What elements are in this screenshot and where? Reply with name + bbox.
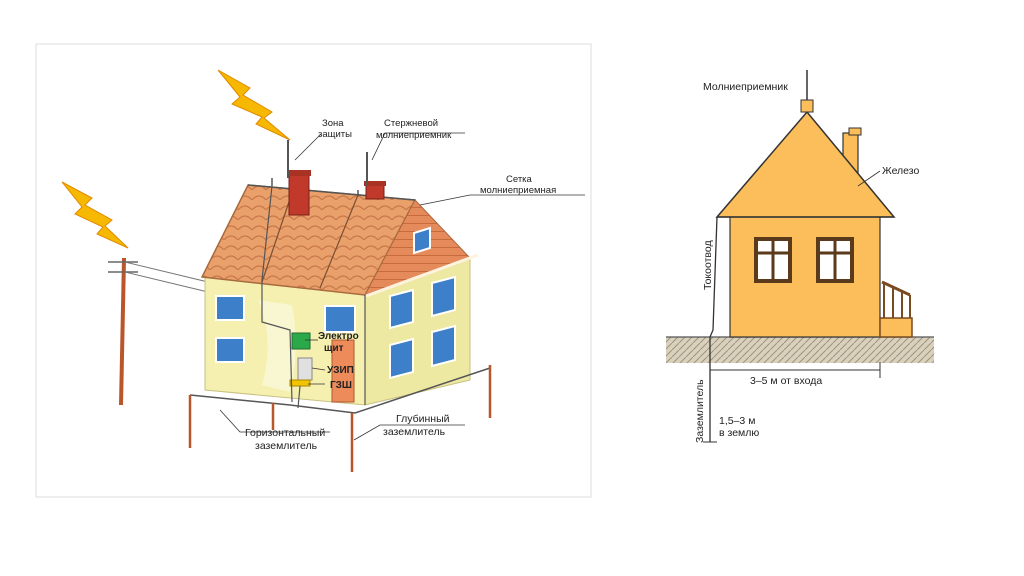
lightning-bolt-left-icon: [61, 181, 129, 249]
label-panel-line2: щит: [324, 343, 344, 354]
roof-mesh-ridge: [247, 184, 416, 201]
right-diagram: Молниеприемник Железо Токоотвод 3–5 м от…: [666, 70, 934, 443]
door: [331, 339, 355, 403]
svg-text:1,5–3 мв землю: 1,5–3 мв землю: [719, 415, 759, 439]
house-wall: [729, 212, 881, 338]
label-gzsh: ГЗШ: [330, 380, 352, 391]
windows: [754, 237, 854, 283]
windows-side: [389, 226, 456, 380]
label-down-conductor: Токоотвод: [702, 240, 714, 290]
label-iron: Железо: [882, 165, 919, 177]
label-panel-line1: Электро: [318, 331, 359, 342]
label-horizontal-line2: заземлитель: [255, 440, 318, 452]
chimney-left: [288, 172, 310, 216]
gzsh-bar: [289, 379, 311, 387]
house-roof: [715, 110, 896, 218]
label-deep-line2: заземлитель: [383, 426, 446, 438]
label-lightning-rod: Молниеприемник: [703, 81, 788, 93]
label-rod-line2: молниеприемник: [376, 130, 452, 141]
label-mesh-line1: Сетка: [506, 174, 533, 185]
lightning-bolt-top-icon: [217, 69, 291, 141]
electric-panel: [291, 332, 311, 350]
label-grounding: Заземлитель: [694, 379, 706, 443]
label-mesh-line2: молниеприемная: [480, 185, 556, 196]
label-depth-line1: 1,5–3 м: [719, 415, 755, 427]
ground-surface: [666, 337, 934, 363]
utility-pole: [119, 257, 126, 406]
down-conductor: [709, 216, 718, 362]
spd-box: [297, 357, 313, 381]
label-horizontal-line1: Горизонтальный: [245, 427, 325, 439]
horizontal-ground-electrode: [189, 367, 491, 414]
label-distance: 3–5 м от входа: [750, 375, 822, 387]
windows-front: [215, 295, 356, 363]
label-zone-line1: Зона: [322, 118, 344, 129]
label-rod-line1: Стержневой: [384, 118, 438, 129]
label-depth-line2: в землю: [719, 427, 759, 439]
label-spd: УЗИП: [327, 365, 354, 376]
label-deep-line1: Глубинный: [396, 413, 450, 425]
down-conductor-front: [261, 185, 293, 403]
label-zone-line2: защиты: [318, 129, 352, 140]
porch-stairs: [879, 280, 913, 338]
